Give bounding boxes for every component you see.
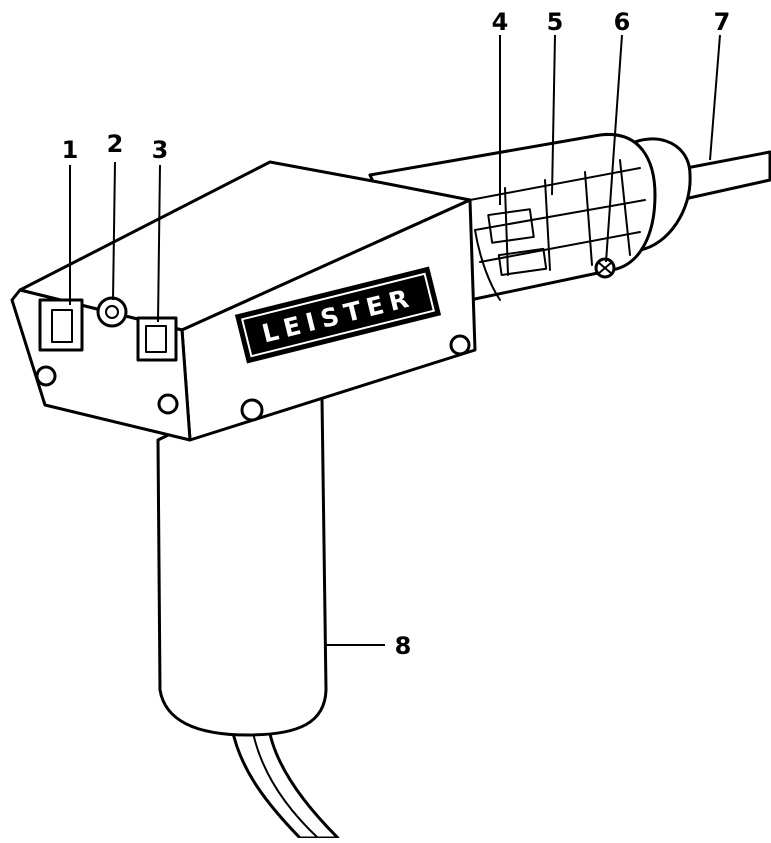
screw-icon [157,393,179,415]
callouts: 1 2 3 4 5 6 7 8 [62,8,731,660]
screw-icon [449,334,471,356]
handle [156,396,328,737]
screw-icon [35,365,57,387]
callout-1: 1 [62,136,79,164]
callout-8: 8 [395,632,412,660]
callout-5: 5 [547,8,564,36]
callout-2: 2 [107,130,124,158]
callout-6: 6 [614,8,631,36]
screw-icon [240,398,264,422]
temperature-knob [96,296,128,328]
leader-lines [69,34,721,646]
callout-3: 3 [152,136,169,164]
callout-7: 7 [714,8,731,36]
housing: LEISTER [10,160,477,442]
fan-switch [136,316,178,362]
brand-plate [234,266,442,364]
callout-4: 4 [492,8,509,36]
bottom-cable [230,720,340,840]
